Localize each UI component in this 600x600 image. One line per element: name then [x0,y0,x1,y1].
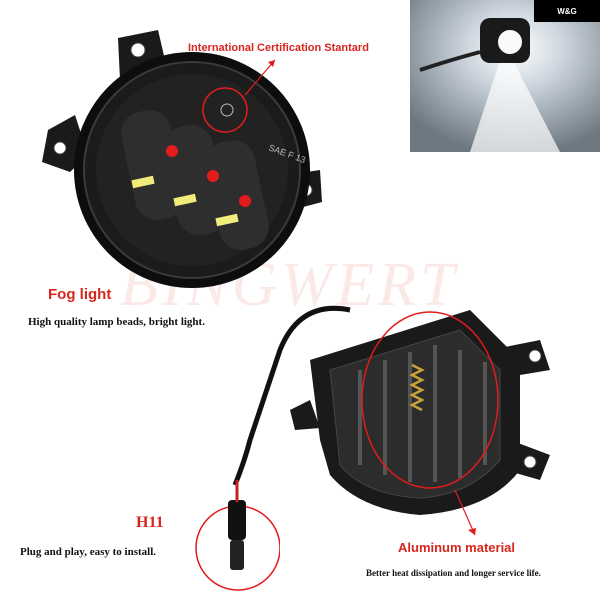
h11-title: H11 [136,514,164,531]
light-beam-photo: W&G [410,0,600,152]
brand-badge: W&G [534,0,600,22]
fog-light-title: Fog light [48,286,112,303]
fog-lamp-front-image: SAE F 13 [42,30,322,288]
aluminum-material-title: Aluminum material [398,540,516,555]
certification-label: International Certification Stantard [188,42,369,54]
h11-description: Plug and play, easy to install. [20,546,157,558]
fog-lamp-rear-image [232,305,550,536]
h11-connector-image [195,480,280,591]
aluminum-material-description: Better heat dissipation and longer servi… [366,568,541,578]
fog-light-description: High quality lamp beads, bright light. [28,316,205,328]
